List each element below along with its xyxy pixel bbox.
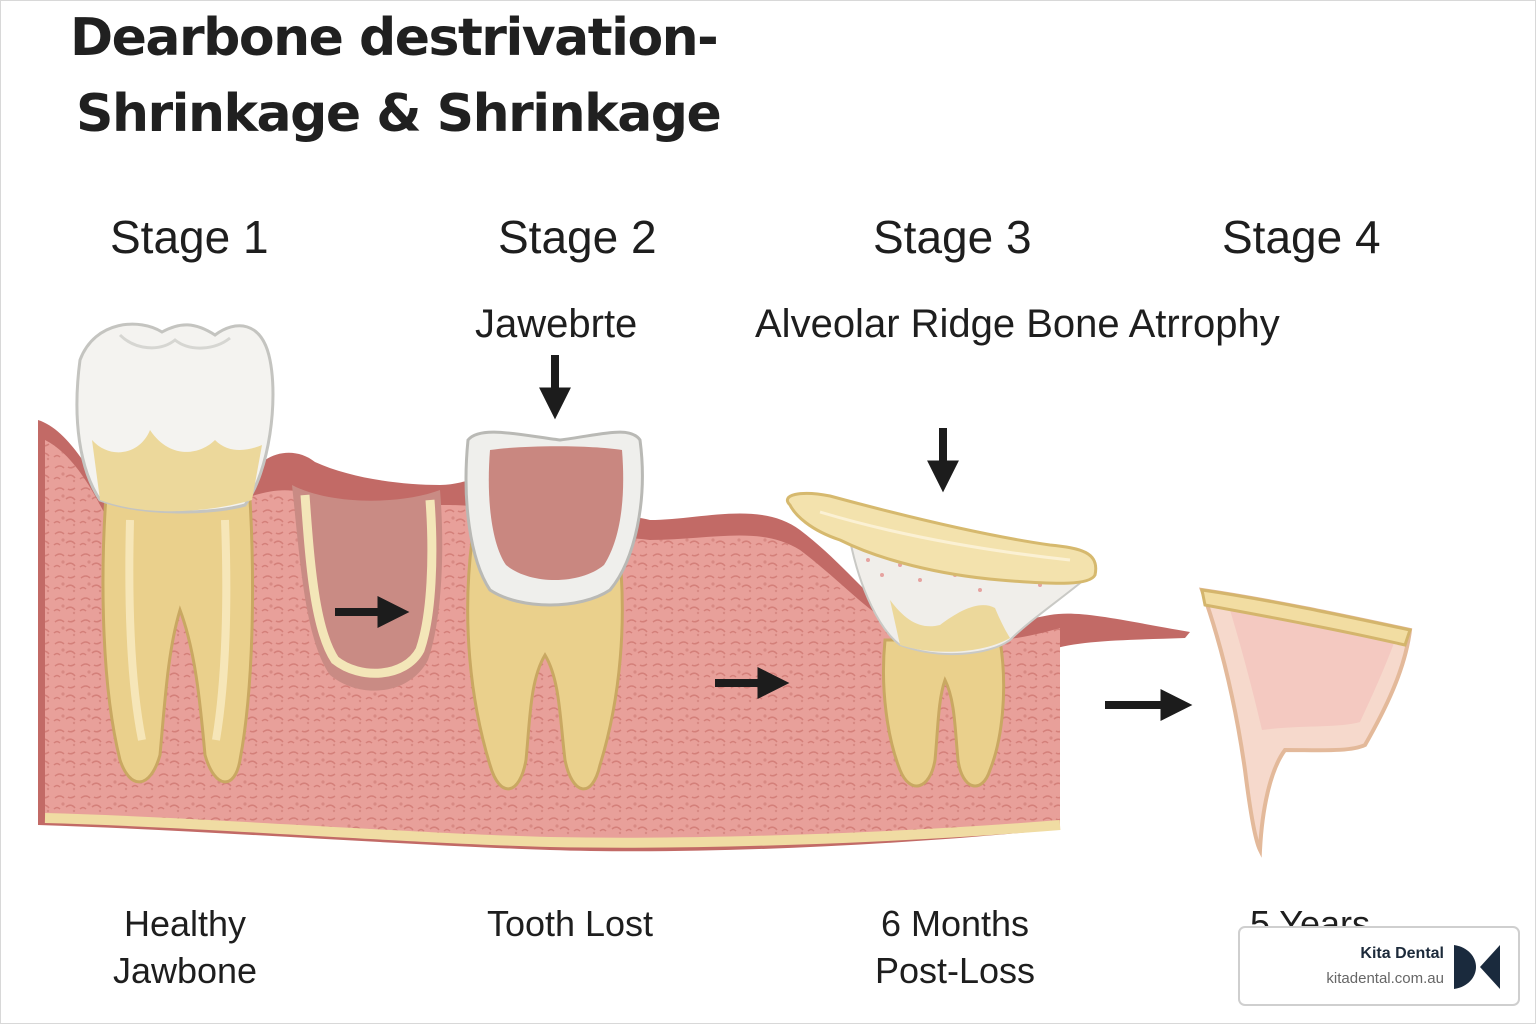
worn-tooth xyxy=(464,430,644,791)
caption-stage-3-line-2: Post-Loss xyxy=(874,950,1036,991)
caption-stage-2-line-1: Tooth Lost xyxy=(486,903,654,944)
caption-stage-3-line-1: 6 Months xyxy=(880,903,1030,944)
stage-3-heading: Stage 3 xyxy=(873,211,1032,263)
brand-badge[interactable]: Kita Dental kitadental.com.au xyxy=(1238,926,1520,1006)
progress-arrows xyxy=(335,355,1193,721)
caption-stage-1-line-1: Healthy xyxy=(123,903,247,944)
atrophied-bone-fragment xyxy=(1198,587,1413,858)
empty-socket xyxy=(292,485,443,691)
caption-six-months: 6 Months Post-Loss xyxy=(860,900,1050,994)
kita-logo-icon xyxy=(1454,945,1500,989)
stage-2-label: Jawebrte xyxy=(475,302,638,346)
brand-name: Kita Dental xyxy=(1360,945,1444,962)
stage-2-heading: Stage 2 xyxy=(498,211,657,263)
caption-tooth-lost: Tooth Lost xyxy=(470,900,670,947)
stage-3-label: Alveolar Ridge Bone Atrrophy xyxy=(755,302,1280,346)
stage-1-heading: Stage 1 xyxy=(110,211,269,263)
title-line-2: Shrinkage & Shrinkage xyxy=(76,84,722,144)
stage-4-heading: Stage 4 xyxy=(1222,211,1381,263)
healthy-tooth xyxy=(75,322,275,784)
tilted-tooth xyxy=(786,491,1098,788)
brand-url[interactable]: kitadental.com.au xyxy=(1326,970,1444,987)
title-line-1: Dearbone destrivation- xyxy=(70,8,719,68)
caption-healthy-jawbone: Healthy Jawbone xyxy=(105,900,265,994)
caption-stage-1-line-2: Jawbone xyxy=(112,950,258,991)
